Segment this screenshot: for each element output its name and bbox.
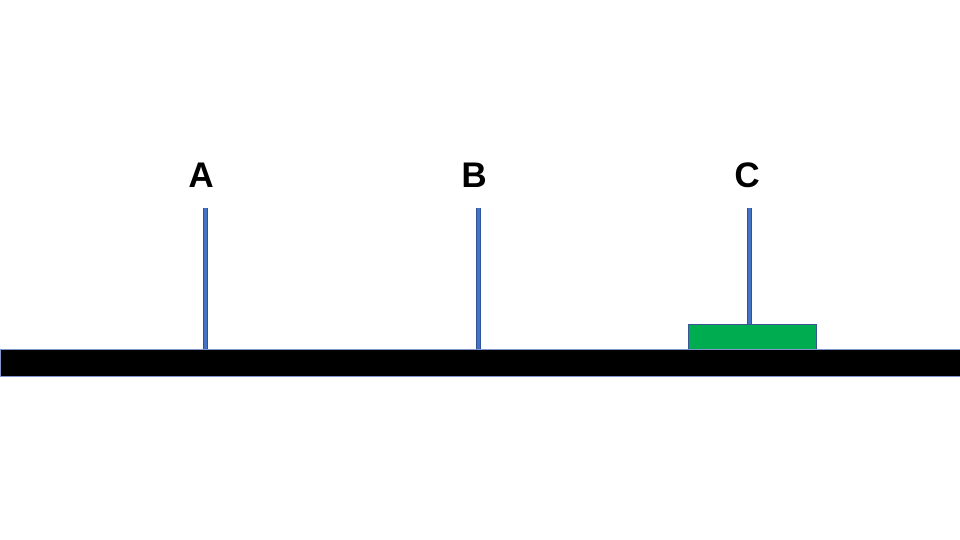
peg-a[interactable]	[203, 208, 208, 350]
peg-label-c: C	[734, 156, 760, 195]
peg-label-b: B	[461, 156, 487, 195]
disk-green[interactable]	[688, 324, 817, 350]
peg-c[interactable]	[747, 208, 752, 350]
peg-label-a: A	[188, 156, 214, 195]
base-bar	[0, 349, 960, 377]
peg-b[interactable]	[476, 208, 481, 350]
